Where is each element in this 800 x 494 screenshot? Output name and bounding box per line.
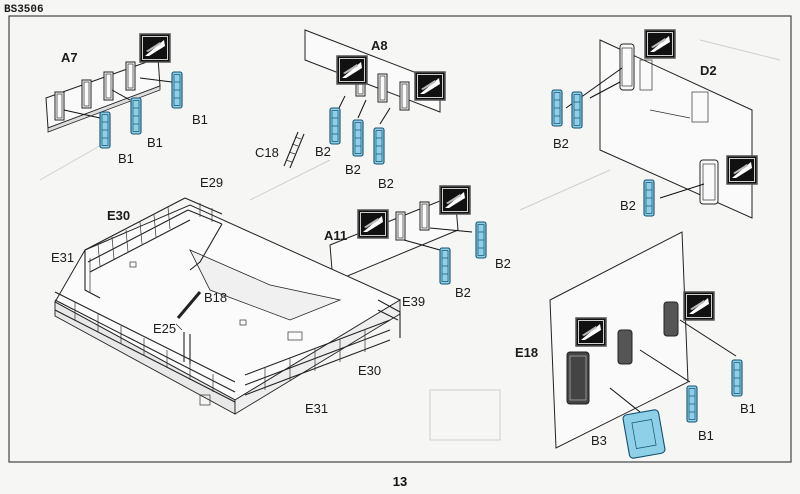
label-e31: E31 bbox=[305, 401, 328, 416]
part-b18 bbox=[175, 291, 202, 331]
photo-etch-part-b1 bbox=[99, 111, 111, 149]
label-d2: D2 bbox=[700, 63, 717, 78]
a11-assembly bbox=[329, 185, 487, 285]
railing-e30 bbox=[84, 197, 191, 273]
railing-front bbox=[54, 291, 236, 403]
label-b18: B18 bbox=[204, 290, 227, 305]
photo-etch-part-b2 bbox=[329, 107, 341, 145]
photo-etch-bending-icon bbox=[336, 55, 368, 85]
label-b1: B1 bbox=[698, 428, 714, 443]
page-number: 13 bbox=[393, 474, 407, 489]
photo-etch-part-b1 bbox=[130, 97, 142, 135]
photo-etch-bending-icon bbox=[644, 29, 676, 59]
photo-etch-bending-icon bbox=[357, 209, 389, 239]
photo-etch-part-b1 bbox=[731, 359, 743, 397]
photo-etch-part-b2 bbox=[475, 221, 487, 259]
label-e29: E29 bbox=[200, 175, 223, 190]
photo-etch-part-b2 bbox=[643, 179, 655, 217]
label-b2: B2 bbox=[620, 198, 636, 213]
label-b1: B1 bbox=[118, 151, 134, 166]
photo-etch-part-b2 bbox=[571, 91, 583, 129]
label-b2: B2 bbox=[378, 176, 394, 191]
label-e30: E30 bbox=[107, 208, 130, 223]
label-a11: A11 bbox=[324, 228, 347, 243]
photo-etch-part-b2 bbox=[439, 247, 451, 285]
a8-assembly bbox=[283, 29, 446, 169]
photo-etch-bending-icon bbox=[414, 71, 446, 101]
ladder-part-c18 bbox=[283, 131, 305, 169]
deck-assembly bbox=[54, 197, 402, 415]
photo-etch-part-b2 bbox=[551, 89, 563, 127]
label-b3: B3 bbox=[591, 433, 607, 448]
label-b2: B2 bbox=[553, 136, 569, 151]
header-code: BS3506 bbox=[4, 4, 44, 16]
photo-etch-bending-icon bbox=[575, 317, 607, 347]
photo-etch-bending-icon bbox=[726, 155, 758, 185]
label-c18: C18 bbox=[255, 145, 279, 160]
label-b1: B1 bbox=[192, 112, 208, 127]
ghost-print bbox=[39, 39, 781, 441]
label-e30: E30 bbox=[358, 363, 381, 378]
label-b2: B2 bbox=[315, 144, 331, 159]
part-e25 bbox=[183, 332, 191, 364]
railing-e31 bbox=[84, 250, 101, 299]
photo-etch-part-b1 bbox=[171, 71, 183, 109]
a7-assembly bbox=[45, 33, 183, 149]
label-b2: B2 bbox=[455, 285, 471, 300]
label-e25: E25 bbox=[153, 321, 176, 336]
e18-assembly bbox=[549, 231, 743, 459]
label-b2: B2 bbox=[345, 162, 361, 177]
label-b2: B2 bbox=[495, 256, 511, 271]
photo-etch-part-b2 bbox=[373, 127, 385, 165]
page-border bbox=[8, 15, 792, 463]
label-e31: E31 bbox=[51, 250, 74, 265]
photo-etch-bending-icon bbox=[439, 185, 471, 215]
photo-etch-part-b2 bbox=[352, 119, 364, 157]
d2-assembly bbox=[551, 29, 758, 219]
photo-etch-bending-icon bbox=[683, 291, 715, 321]
label-a8: A8 bbox=[371, 38, 388, 53]
photo-etch-bending-icon bbox=[139, 33, 171, 63]
railing-e29 bbox=[184, 197, 223, 271]
label-e18: E18 bbox=[515, 345, 538, 360]
a11-part bbox=[329, 194, 459, 283]
label-b1: B1 bbox=[740, 401, 756, 416]
label-b1: B1 bbox=[147, 135, 163, 150]
photo-etch-part-b1 bbox=[686, 385, 698, 423]
label-a7: A7 bbox=[61, 50, 78, 65]
railing-e39 bbox=[377, 299, 401, 338]
label-e39: E39 bbox=[402, 294, 425, 309]
photo-etch-part-b3 bbox=[622, 409, 666, 459]
railing-e30-right bbox=[244, 319, 391, 396]
